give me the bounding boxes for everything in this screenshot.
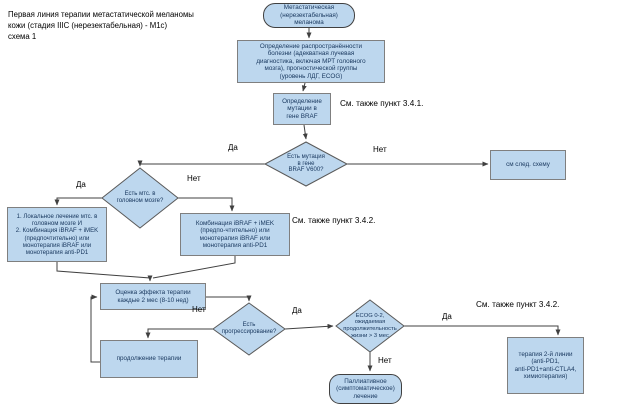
connector-brafq-yes-mtsq bbox=[137, 160, 265, 167]
node-next-scheme: см след. схему bbox=[490, 150, 566, 180]
edge-label-mts-no: Нет bbox=[187, 174, 201, 183]
annotation-see-342-b: См. также пункт 3.4.2. bbox=[476, 300, 560, 309]
node-start-melanoma: Метастатическая (нерезектабельная) мелан… bbox=[263, 3, 355, 28]
page-title: Первая линия терапии метастатической мел… bbox=[8, 10, 194, 41]
node-palliative-care: Паллиативное (симптоматическое) лечение bbox=[329, 374, 402, 404]
connector-progq-no-continue bbox=[145, 328, 213, 339]
node-assessment: Оценка эффекта терапии каждые 2 мес (8-1… bbox=[100, 283, 206, 310]
edge-label-ecog-yes: Да bbox=[442, 312, 452, 321]
connector-ecogq-yes-secondline bbox=[404, 325, 561, 336]
connector-mtsq-no-combo bbox=[178, 197, 235, 212]
node-second-line-therapy: терапия 2-й линии (anti-PD1, anti-PD1+an… bbox=[507, 337, 584, 394]
node-combo-therapy: Комбинация iBRAF + iMEK (предпо-чтительн… bbox=[180, 213, 290, 256]
node-braf-test: Определение мутации в гене BRAF bbox=[273, 93, 331, 125]
edge-label-braf-yes: Да bbox=[228, 143, 238, 152]
connector-continue-loop-assessment bbox=[90, 294, 100, 363]
edge-label-prog-yes: Да bbox=[292, 306, 302, 315]
connector-staging-braftest bbox=[301, 82, 307, 92]
progression-decision-shape bbox=[212, 302, 286, 356]
connector-progq-yes-ecogq bbox=[284, 323, 334, 330]
annotation-see-342-a: См. также пункт 3.4.2. bbox=[292, 216, 376, 225]
edge-label-braf-no: Нет bbox=[373, 145, 387, 154]
node-local-treatment: 1. Локальное лечение мтс. в головном моз… bbox=[7, 207, 107, 262]
node-continue-therapy: продолжение терапии bbox=[100, 340, 198, 378]
node-staging: Определение распространённости болезни (… bbox=[237, 40, 385, 83]
brain-mts-decision-label: Есть мтс. в головном мозге? bbox=[116, 191, 164, 204]
annotation-see-341: См. также пункт 3.4.1. bbox=[340, 99, 424, 108]
edge-label-mts-yes: Да bbox=[76, 180, 86, 189]
braf-decision-shape bbox=[263, 141, 349, 187]
connector-local-assessment bbox=[56, 262, 153, 282]
connector-combo-assessment bbox=[152, 256, 236, 279]
connector-assessment-progq bbox=[206, 295, 252, 302]
brain-mts-decision-shape bbox=[101, 167, 179, 229]
edge-label-ecog-no: Нет bbox=[378, 356, 392, 365]
edge-label-prog-no: Нет bbox=[192, 305, 206, 314]
braf-decision-label: Есть мутация в гене BRAF V600? bbox=[287, 153, 325, 174]
ecog-decision-label: ECOG 0-2, ожидаемая продолжительность жи… bbox=[343, 312, 397, 339]
connector-mtsq-yes-local bbox=[54, 197, 102, 206]
progression-decision-label: Есть прогрессирование? bbox=[221, 322, 277, 335]
connector-braftest-brafq bbox=[302, 124, 308, 140]
ecog-decision-shape bbox=[335, 299, 405, 353]
